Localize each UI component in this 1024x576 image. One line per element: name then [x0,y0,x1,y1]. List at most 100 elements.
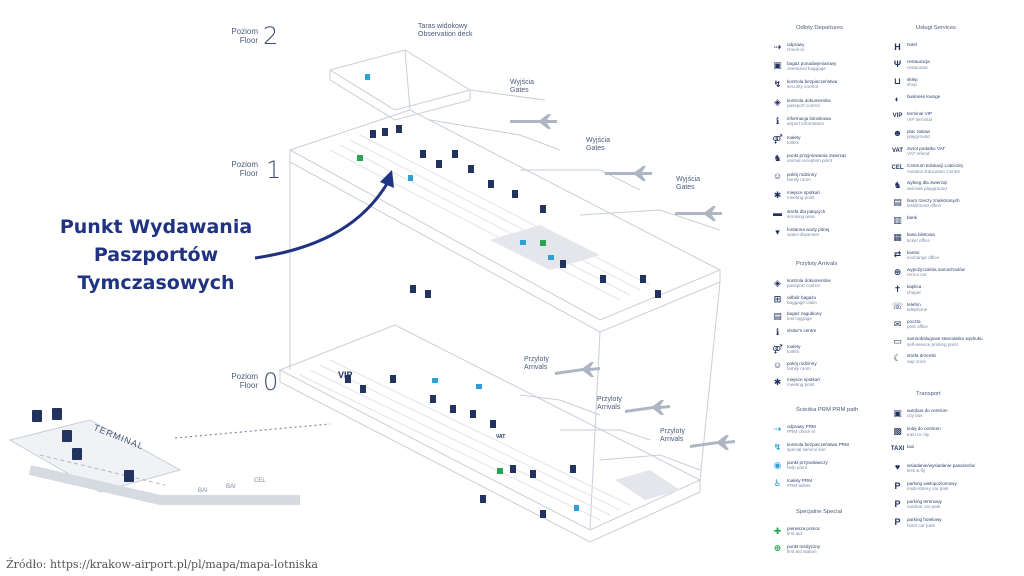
taxi-icon: TAXI [890,446,905,453]
nap-zone-icon: ☾ [893,353,902,364]
floor-word: Poziom [231,160,258,169]
legend-label-pl: wybieg dla zwierząt [907,180,947,186]
legend-label-en: multi-storey car park [907,486,949,492]
legend-label-pl: strefa drzemki [907,353,936,359]
gates-label: Wyjścia Gates [586,137,610,153]
legend-label-pl: zwrot podatku VAT [907,145,946,151]
legend-label-en: toilets [787,349,800,355]
legend-label-en: water dispenser [787,232,820,238]
legend-label-pl: odprawy [787,42,805,47]
floor-1-label: Poziom Floor [218,160,258,178]
legend-label-pl: kantor [907,249,920,255]
prm-toilets-icon: ♿ [773,477,782,488]
legend-label-en: train to city [907,431,930,437]
hotel-parking-icon: P [894,516,901,527]
floor-0-label: Poziom Floor [218,372,258,390]
legend-label-pl: punkt przyjmowania zwierząt [787,153,846,158]
plane-icon [510,114,557,129]
legend-text: business lounge [907,94,940,99]
observation-deck-pl: Taras widokowy [418,23,468,30]
legend-label-en: post office [907,324,928,330]
legend-label-pl: pokój rodzinny [787,171,817,177]
information-icon: ℹ [775,115,780,126]
legend-label-en: PRM check-in [787,429,816,435]
legend-label-en: toilets [787,139,800,145]
plane-icon [675,206,722,221]
legend-label-en: playground [907,133,930,139]
gates-en: Gates [586,145,605,152]
telephone-icon: ☏ [891,301,904,312]
hotel-icon: H [894,41,901,52]
bai-map-label: BAI [226,484,236,490]
baggage-hall-floor-0 [615,470,680,500]
legend-label-pl: Centrum Edukacji Lotniczej [907,163,963,169]
legend-heading-prm: Ścieżka PRM PRM path [796,407,859,413]
check-in-icon: ⇢ [773,41,782,52]
lost-luggage-icon: ▤ [773,310,782,321]
gates-label: Wyjścia Gates [676,176,700,192]
arrivals-en: Arrivals [660,436,684,443]
legend-label-pl: poczta [907,318,921,324]
legend-label-pl: punkt przywoławczy [787,460,828,465]
observation-deck-label: Taras widokowy Observation deck [418,23,472,39]
callout-arrowhead [380,170,394,188]
legend-item: ◐ business lounge [892,94,940,105]
legend-label-pl: parking wielopoziomowy [907,480,957,486]
gates-label: Wyjścia Gates [510,79,534,95]
legend-label-pl: telefon [907,301,921,307]
source-credit: Źródło: https://krakow-airport.pl/pl/map… [6,558,318,571]
oversized-baggage-icon: ▣ [773,60,782,71]
callout-line: Tymczasowych [77,272,235,294]
legend-label-en: first aid station [787,548,817,554]
legend-label-pl: parking hotelowy [907,517,942,523]
printing-point-icon: ▭ [893,335,902,346]
prm-check-in-icon: ⇢ [773,423,782,434]
legend-label-en: animals playground [907,185,947,191]
passport-point-callout: Punkt Wydawania Paszportów Tymczasowych [36,213,276,297]
legend-label-pl: punkt medyczny [787,543,821,549]
legend-label-pl: kaplica [907,284,922,290]
legend-label-pl: odprawy PRM [787,424,816,429]
business-lounge-icon: ◐ [894,93,901,104]
floor-word: Poziom [231,372,258,381]
water-dispenser-icon: ▾ [775,226,780,237]
legend-label-pl: kontrola bezpieczeństwa PRM [787,442,849,447]
